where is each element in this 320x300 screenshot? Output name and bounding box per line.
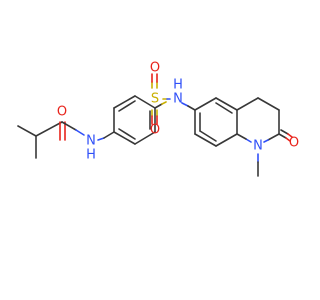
atom-sulfonyl-oxygen-bottom: O	[150, 123, 160, 138]
bond-phenyl-inner-3	[118, 128, 136, 140]
bond-benzo-5	[194, 133, 217, 147]
bond-sat-2	[257, 97, 280, 111]
molecule-canvas: O N H S O O N H N O	[17, 61, 299, 177]
bond-lactam-co-2a	[280, 129, 289, 135]
bond-sat-4b	[263, 139, 269, 143]
bond-benzo-inner-1	[215, 102, 233, 114]
bond-carbonyl-n-b	[75, 129, 85, 136]
bond-sat-5a	[245, 138, 252, 143]
atom-lactam-oxygen: O	[289, 136, 299, 151]
atom-amide-hydrogen: H	[86, 148, 96, 163]
atom-sulfonamide-nitrogen: N	[173, 92, 183, 107]
bond-nh-ring-a	[181, 102, 189, 107]
bond-phenyl-6	[113, 131, 136, 145]
bond-benzo-1	[194, 97, 217, 111]
bond-benzo-4	[215, 133, 238, 147]
bond-lactam-co-2b	[287, 133, 293, 138]
atom-sulfonyl-oxygen-top: O	[150, 61, 160, 76]
bond-sat-1	[236, 97, 259, 111]
bond-phenyl-s-a	[154, 103, 163, 109]
bond-sat-4a	[267, 133, 280, 141]
bond-carbonyl-n-a	[61, 121, 77, 131]
bond-nh-ring-b	[187, 105, 196, 111]
bond-sat-5b	[236, 133, 247, 140]
atom-sulfur: S	[151, 92, 159, 107]
structure-drawing: O N H S O O N H N O	[17, 61, 299, 177]
atom-ring-nitrogen: N	[253, 139, 263, 154]
bond-n-phenyl-a	[97, 137, 105, 141]
bond-phenyl-5	[134, 131, 156, 145]
bond-phenyl-inner-1	[118, 100, 136, 112]
bond-phenyl-s-b	[161, 101, 167, 105]
atom-amide-oxygen: O	[57, 105, 67, 120]
bond-lactam-co-1a	[278, 133, 287, 139]
bond-methyl-a	[17, 125, 37, 137]
atom-amide-nitrogen: N	[86, 134, 96, 149]
bond-phenyl-2	[113, 95, 136, 109]
bond-lactam-co-1b	[285, 137, 291, 142]
bond-benzo-inner-2	[199, 130, 217, 142]
atom-sulfonamide-hydrogen: H	[173, 78, 183, 93]
bond-n-phenyl-b	[103, 131, 115, 139]
bond-isopropyl-carbonyl	[35, 121, 63, 137]
bond-benzo-2	[215, 97, 238, 111]
bond-phenyl-3	[134, 95, 156, 109]
